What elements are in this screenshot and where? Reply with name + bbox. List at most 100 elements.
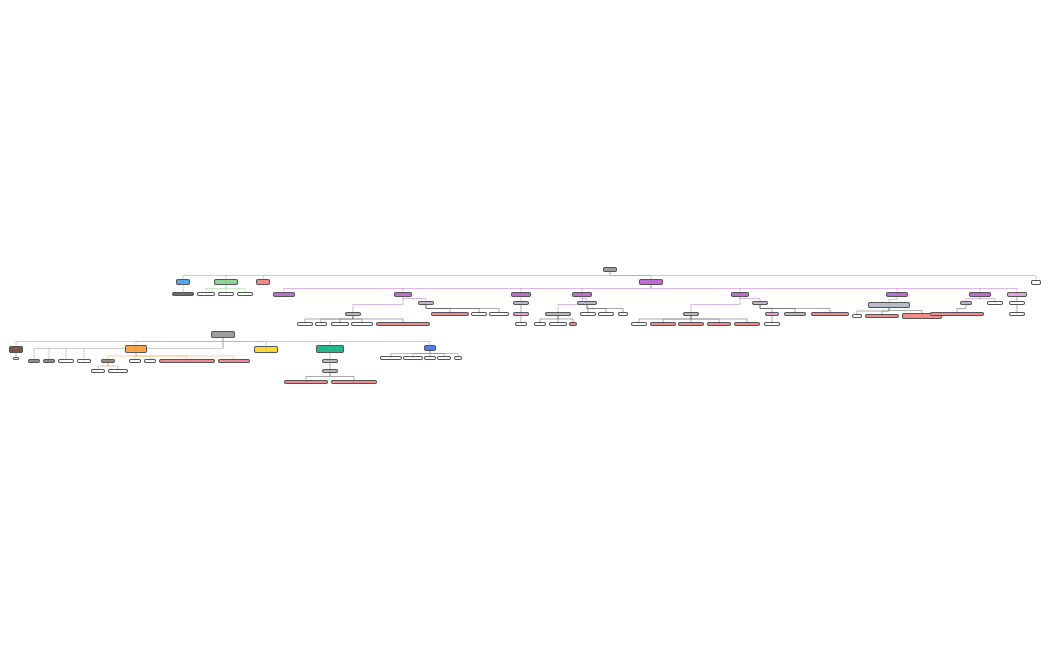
topic-node-p3b[interactable]: … [513,312,529,316]
topic-node-p5b1[interactable]: … [631,322,647,326]
topic-label: … [224,279,228,283]
topic-node-p4b3[interactable]: … [569,322,577,326]
topic-node-p7c[interactable]: … [930,312,984,316]
topic-node-t2c[interactable]: … [237,292,253,296]
topic-node-p2b[interactable]: … [418,301,434,305]
topic-node-p2a2[interactable]: … [315,322,327,326]
topic-node-p5b2[interactable]: … [650,322,676,326]
topic-node-g1b2[interactable]: … [331,380,377,384]
topic-node-g1a[interactable]: … [322,359,338,363]
topic-node-t5[interactable]: … [1031,279,1041,285]
topic-node-t2b[interactable]: … [218,292,234,296]
topic-node-g1b1[interactable]: … [284,380,328,384]
topic-node-b5[interactable]: … [77,359,91,363]
topic-node-o1[interactable]: … [125,345,147,353]
topic-node-b1a[interactable]: … [13,356,19,360]
topic-node-p5d[interactable]: … [784,312,806,316]
topic-node-p2a[interactable]: … [345,312,361,316]
topic-label: … [456,356,460,359]
topic-node-o1b[interactable]: … [129,359,141,363]
topic-node-t4[interactable]: … [639,279,663,285]
topic-node-p6a2[interactable]: … [865,314,899,318]
topic-label: … [14,346,18,350]
topic-node-p5c[interactable]: … [765,312,779,316]
topic-node-p3[interactable]: … [511,291,531,297]
topic-label: … [738,291,742,295]
topic-node-p2[interactable]: … [394,291,412,297]
topic-node-p3c[interactable]: … [515,322,527,326]
topic-node-p8b[interactable]: … [1009,312,1025,316]
topic-node-p4d[interactable]: … [598,312,614,316]
topic-node-p6[interactable]: … [886,291,908,297]
topic-node-o1a2[interactable]: … [108,369,128,373]
topic-node-p5b4[interactable]: … [707,322,731,326]
topic-node-p5b3[interactable]: … [678,322,704,326]
topic-node-p8[interactable]: … [1007,291,1027,297]
topic-node-r1d[interactable]: … [437,356,451,360]
topic-node-p7a[interactable]: … [960,301,972,305]
topic-node-b3[interactable]: … [43,359,55,363]
topic-node-p4a[interactable]: … [577,301,597,305]
topic-node-p4[interactable]: … [572,291,592,297]
topic-node-p2a5[interactable]: … [376,322,430,326]
topic-node-p1[interactable]: … [273,291,295,297]
topic-node-t3[interactable]: … [256,279,270,285]
topic-label: … [304,380,308,383]
topic-node-p4b[interactable]: … [545,312,571,316]
topic-node-p5b[interactable]: … [683,312,699,316]
topic-node-o1c[interactable]: … [144,359,156,363]
topic-node-r1b[interactable]: … [403,356,423,360]
topic-node-p5a[interactable]: … [752,301,768,305]
topic-node-p5[interactable]: … [731,291,749,297]
topic-node-root[interactable]: … [603,266,617,272]
topic-node-b2[interactable]: … [28,359,40,363]
topic-node-p2e[interactable]: … [489,312,509,316]
topic-node-r1e[interactable]: … [454,356,462,360]
topic-node-p5c1[interactable]: … [764,322,780,326]
topic-node-y1[interactable]: … [254,345,278,353]
topic-node-g1[interactable]: … [316,345,344,353]
connector-p6a [888,296,898,302]
topic-label: … [47,359,51,362]
topic-label: … [264,346,268,350]
topic-node-o1d[interactable]: … [159,359,215,363]
topic-node-o1a1[interactable]: … [91,369,105,373]
topic-node-o1a[interactable]: … [101,359,115,363]
topic-node-r1[interactable]: … [424,345,436,351]
topic-node-p7[interactable]: … [969,291,991,297]
topic-node-p2a1[interactable]: … [297,322,313,326]
topic-node-p5b5[interactable]: … [734,322,760,326]
topic-node-g1b[interactable]: … [322,369,338,373]
topic-node-o1e[interactable]: … [218,359,250,363]
topic-node-p5e[interactable]: … [811,312,849,316]
topic-node-p4b1[interactable]: … [534,322,546,326]
connector-g1b2 [329,373,355,380]
topic-node-p2a4[interactable]: … [351,322,373,326]
topic-node-p4b2[interactable]: … [549,322,567,326]
topic-node-l2[interactable]: … [211,330,235,338]
topic-label: … [828,312,832,315]
topic-node-p2d[interactable]: … [471,312,487,316]
topic-node-p6a[interactable]: … [868,302,910,308]
topic-node-p4c[interactable]: … [580,312,596,316]
topic-label: … [745,322,749,325]
topic-node-t2a[interactable]: … [197,292,215,296]
topic-label: … [411,356,415,359]
topic-node-p6a3[interactable]: … [902,313,942,319]
topic-node-p6a1[interactable]: … [852,314,862,318]
topic-node-p2a3[interactable]: … [331,322,349,326]
topic-node-b4[interactable]: … [58,359,74,363]
topic-node-p4e[interactable]: … [618,312,628,316]
connector-p7b [979,296,996,301]
topic-node-r1c[interactable]: … [424,356,436,360]
topic-node-t2[interactable]: … [214,279,238,285]
connector-o1 [135,337,224,345]
topic-node-r1a[interactable]: … [380,356,402,360]
topic-node-p3a[interactable]: … [513,301,529,305]
topic-node-b1[interactable]: … [9,345,23,353]
topic-node-p7b[interactable]: … [987,301,1003,305]
topic-node-p2c[interactable]: … [431,312,469,316]
topic-node-t1a[interactable]: … [172,292,194,296]
topic-node-p8a[interactable]: … [1009,301,1025,305]
topic-node-t1[interactable]: … [176,279,190,285]
